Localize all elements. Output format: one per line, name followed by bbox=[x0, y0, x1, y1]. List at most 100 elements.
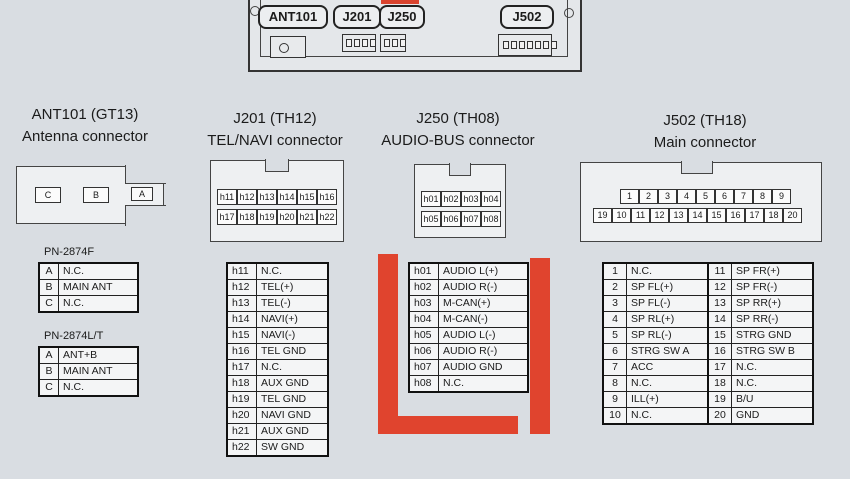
pin-id: C bbox=[38, 295, 59, 313]
j201-heading: J201 (TH12) TEL/NAVI connector bbox=[190, 108, 360, 152]
face-pin-cell: 19 bbox=[593, 208, 612, 223]
pin-signal: STRG GND bbox=[731, 327, 814, 344]
pin-id: 6 bbox=[602, 343, 627, 360]
pin-id: B bbox=[38, 363, 59, 380]
pin-signal: MAIN ANT bbox=[58, 363, 139, 380]
pin-signal: STRG SW B bbox=[731, 343, 814, 360]
pin-id: 4 bbox=[602, 311, 627, 328]
pin-signal: AUDIO R(-) bbox=[438, 279, 529, 296]
pin-signal: MAIN ANT bbox=[58, 279, 139, 296]
pin-signal: AUDIO L(-) bbox=[438, 327, 529, 344]
pin-id: h05 bbox=[408, 327, 439, 344]
pin-signal: N.C. bbox=[626, 375, 709, 392]
pin-signal: N.C. bbox=[58, 379, 139, 397]
pin-id: A bbox=[38, 346, 59, 364]
pin-signal: AUDIO R(-) bbox=[438, 343, 529, 360]
pin-id: h19 bbox=[226, 391, 257, 408]
face-pin-cell: h16 bbox=[317, 189, 337, 205]
ant-part-number: PN-2874F bbox=[44, 246, 95, 258]
top-label-j201: J201 bbox=[333, 5, 381, 29]
pin-signal: SP FR(-) bbox=[731, 279, 814, 296]
pin-id: h17 bbox=[226, 359, 257, 376]
face-pin-cell: 18 bbox=[764, 208, 783, 223]
pin-signal: TEL GND bbox=[256, 343, 329, 360]
face-pin-cell: h08 bbox=[481, 211, 501, 227]
face-pin-cell: h01 bbox=[421, 191, 441, 207]
face-pin-cell: 15 bbox=[707, 208, 726, 223]
pin-id: h08 bbox=[408, 375, 439, 393]
pin-signal: SW GND bbox=[256, 439, 329, 457]
pin-signal: TEL GND bbox=[256, 391, 329, 408]
pin-id: 15 bbox=[707, 327, 732, 344]
ant101-subtitle: Antenna connector bbox=[22, 128, 148, 145]
face-pin-cell: h05 bbox=[421, 211, 441, 227]
red-annotation-right-bar bbox=[530, 258, 550, 434]
pin-signal: N.C. bbox=[626, 262, 709, 280]
face-pin-cell: h03 bbox=[461, 191, 481, 207]
j502-plug-icon bbox=[498, 34, 557, 56]
pin-signal: NAVI(+) bbox=[256, 311, 329, 328]
pin-signal: N.C. bbox=[731, 359, 814, 376]
pin-id: 17 bbox=[707, 359, 732, 376]
pin-signal: SP RR(+) bbox=[731, 295, 814, 312]
pin-signal: AUDIO GND bbox=[438, 359, 529, 376]
pin-id: h06 bbox=[408, 343, 439, 360]
ant101-heading: ANT101 (GT13) Antenna connector bbox=[0, 104, 170, 148]
pin-id: 12 bbox=[707, 279, 732, 296]
j502-title: J502 (TH18) bbox=[663, 112, 747, 129]
red-marker-top bbox=[381, 0, 419, 4]
pin-id: A bbox=[38, 262, 59, 280]
face-pin-cell: h14 bbox=[277, 189, 297, 205]
j502-heading: J502 (TH18) Main connector bbox=[620, 110, 790, 154]
pin-signal: GND bbox=[731, 407, 814, 425]
ant101-face-cell: A bbox=[131, 187, 153, 201]
face-pin-cell: h06 bbox=[441, 211, 461, 227]
j250-plug-icon bbox=[380, 34, 406, 52]
pin-id: 16 bbox=[707, 343, 732, 360]
face-pin-cell: 7 bbox=[734, 189, 753, 204]
pin-signal: NAVI(-) bbox=[256, 327, 329, 344]
face-pin-cell: 5 bbox=[696, 189, 715, 204]
red-annotation-bottom-bar bbox=[378, 416, 518, 434]
face-pin-cell: 4 bbox=[677, 189, 696, 204]
face-pin-cell: h18 bbox=[237, 209, 257, 225]
pin-signal: N.C. bbox=[438, 375, 529, 393]
pin-signal: SP RL(-) bbox=[626, 327, 709, 344]
pin-signal: SP FL(+) bbox=[626, 279, 709, 296]
ant101-title: ANT101 (GT13) bbox=[31, 106, 139, 123]
pin-id: h13 bbox=[226, 295, 257, 312]
pin-id: 11 bbox=[707, 262, 732, 280]
pin-signal: ACC bbox=[626, 359, 709, 376]
pin-id: 20 bbox=[707, 407, 732, 425]
screw-icon bbox=[564, 8, 574, 18]
face-pin-cell: 10 bbox=[612, 208, 631, 223]
pin-id: 14 bbox=[707, 311, 732, 328]
pin-signal: AUX GND bbox=[256, 423, 329, 440]
face-pin-cell: 1 bbox=[620, 189, 639, 204]
pin-signal: SP RR(-) bbox=[731, 311, 814, 328]
